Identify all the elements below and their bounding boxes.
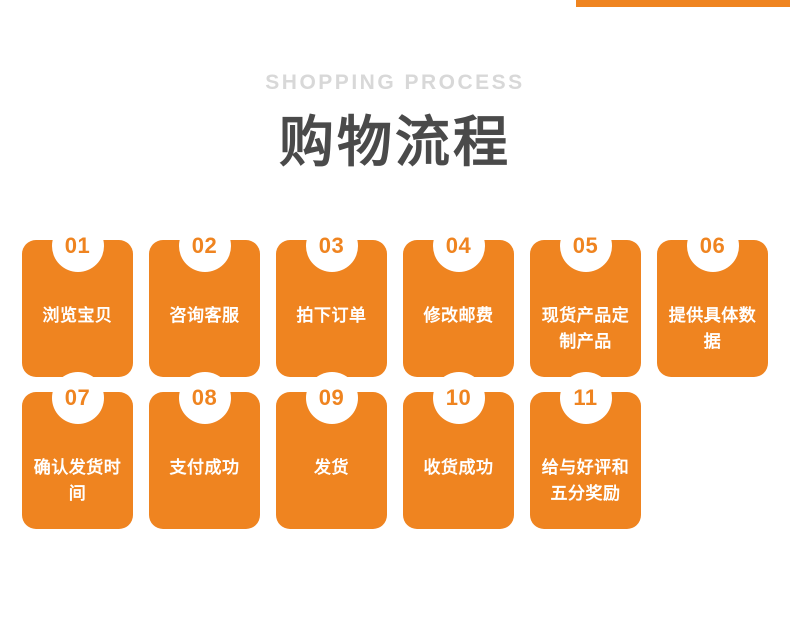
- step-label: 浏览宝贝: [42, 306, 113, 325]
- step-number-badge: 02: [178, 220, 231, 272]
- steps-container: 01 浏览宝贝 02 咨询客服 03 拍下订单 04 修改邮费 05 现货产品定…: [0, 220, 790, 529]
- step-label: 给与好评和五分奖励: [541, 458, 630, 504]
- step-number-badge: 10: [432, 372, 485, 424]
- step-label: 咨询客服: [169, 306, 240, 325]
- step-label: 提供具体数据: [668, 306, 757, 352]
- step-label: 修改邮费: [423, 306, 494, 325]
- steps-row-2: 07 确认发货时间 08 支付成功 09 发货 10 收货成功 11 给与好评和…: [0, 372, 790, 529]
- step-card-02[interactable]: 02 咨询客服: [149, 220, 260, 377]
- step-number-badge: 03: [305, 220, 358, 272]
- step-card-01[interactable]: 01 浏览宝贝: [22, 220, 133, 377]
- step-card-07[interactable]: 07 确认发货时间: [22, 372, 133, 529]
- steps-row-1: 01 浏览宝贝 02 咨询客服 03 拍下订单 04 修改邮费 05 现货产品定…: [0, 220, 790, 377]
- step-card-06[interactable]: 06 提供具体数据: [657, 220, 768, 377]
- step-card-03[interactable]: 03 拍下订单: [276, 220, 387, 377]
- step-number-badge: 08: [178, 372, 231, 424]
- step-number-badge: 11: [559, 372, 612, 424]
- step-card-09[interactable]: 09 发货: [276, 372, 387, 529]
- step-number-badge: 04: [432, 220, 485, 272]
- step-number-badge: 06: [686, 220, 739, 272]
- step-card-05[interactable]: 05 现货产品定制产品: [530, 220, 641, 377]
- step-label: 收货成功: [423, 458, 494, 477]
- step-number-badge: 07: [51, 372, 104, 424]
- top-accent-bar: [576, 0, 790, 7]
- page-title: 购物流程: [278, 111, 511, 173]
- step-label: 确认发货时间: [33, 458, 122, 504]
- step-card-11[interactable]: 11 给与好评和五分奖励: [530, 372, 641, 529]
- step-label: 拍下订单: [296, 306, 367, 325]
- step-label: 现货产品定制产品: [541, 306, 630, 352]
- step-number-badge: 09: [305, 372, 358, 424]
- step-card-08[interactable]: 08 支付成功: [149, 372, 260, 529]
- subtitle-english: SHOPPING PROCESS: [265, 71, 525, 94]
- step-card-04[interactable]: 04 修改邮费: [403, 220, 514, 377]
- step-label: 支付成功: [169, 458, 240, 477]
- step-card-10[interactable]: 10 收货成功: [403, 372, 514, 529]
- step-number-badge: 05: [559, 220, 612, 272]
- header: SHOPPING PROCESS 购物流程: [0, 0, 790, 174]
- step-number-badge: 01: [51, 220, 104, 272]
- step-label: 发货: [314, 458, 349, 477]
